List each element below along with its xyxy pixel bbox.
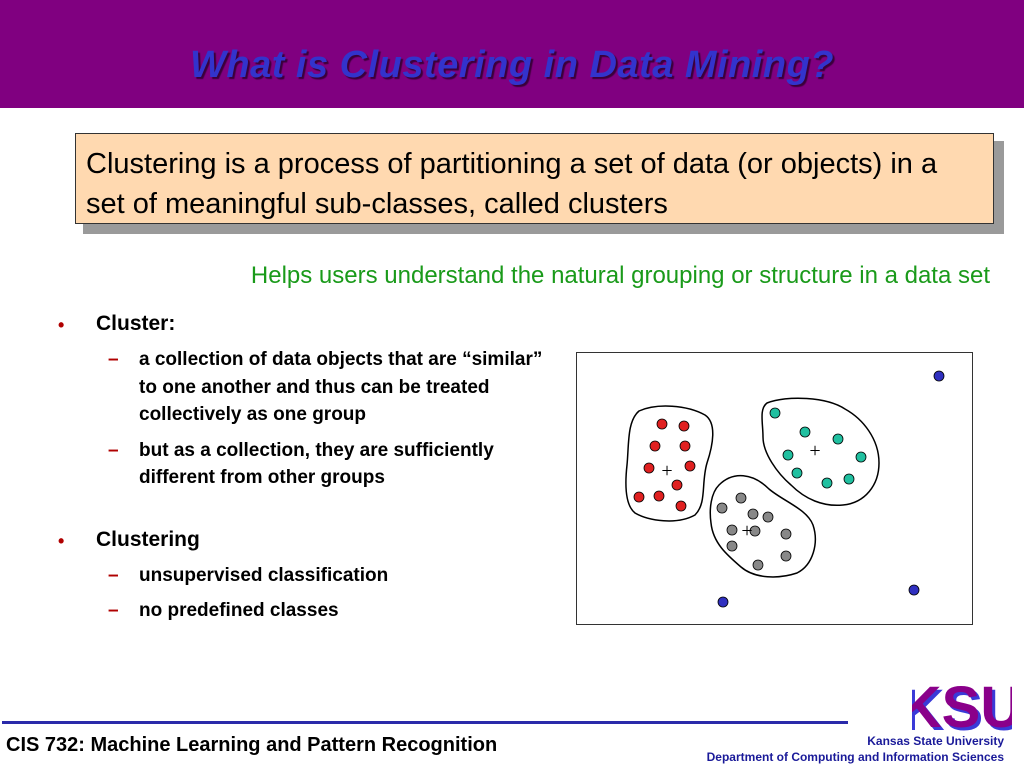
data-point-red bbox=[649, 440, 661, 452]
data-point-teal bbox=[832, 433, 844, 445]
ksu-logo-svg: KSU KSU bbox=[912, 675, 1012, 734]
data-point-gray bbox=[716, 502, 728, 514]
slide-title: What is Clustering in Data Mining? bbox=[190, 44, 834, 86]
data-point-teal bbox=[782, 449, 794, 461]
title-bar bbox=[0, 0, 1024, 108]
sub-bullet: – a collection of data objects that are … bbox=[108, 346, 558, 429]
data-point-red bbox=[671, 479, 683, 491]
sub-bullet-text: a collection of data objects that are “s… bbox=[139, 349, 543, 425]
data-point-red bbox=[633, 491, 645, 503]
data-point-red bbox=[678, 420, 690, 432]
data-point-teal bbox=[799, 426, 811, 438]
department-name: Department of Computing and Information … bbox=[706, 750, 1004, 764]
course-title: CIS 732: Machine Learning and Pattern Re… bbox=[6, 734, 498, 756]
data-point-red bbox=[653, 490, 665, 502]
data-point-outlier bbox=[933, 370, 945, 382]
data-point-teal bbox=[791, 467, 803, 479]
sub-bullet: – no predefined classes bbox=[108, 597, 558, 625]
data-point-red bbox=[684, 460, 696, 472]
data-point-gray bbox=[726, 540, 738, 552]
subtitle-text: Helps users understand the natural group… bbox=[250, 262, 990, 289]
data-point-teal bbox=[821, 477, 833, 489]
definition-box: Clustering is a process of partitioning … bbox=[75, 133, 994, 224]
data-point-outlier bbox=[717, 596, 729, 608]
data-point-gray bbox=[752, 559, 764, 571]
sub-bullet: – but as a collection, they are sufficie… bbox=[108, 437, 558, 492]
sub-bullet: – unsupervised classification bbox=[108, 562, 558, 590]
data-point-gray bbox=[749, 525, 761, 537]
bullet-list: • Cluster: – a collection of data object… bbox=[58, 312, 558, 633]
data-point-teal bbox=[769, 407, 781, 419]
bullet-clustering: • Clustering bbox=[58, 528, 558, 554]
university-name: Kansas State University bbox=[867, 734, 1004, 748]
bullet-cluster: • Cluster: bbox=[58, 312, 558, 338]
sub-bullet-text: no predefined classes bbox=[139, 600, 339, 621]
data-point-gray bbox=[762, 511, 774, 523]
data-point-gray bbox=[780, 528, 792, 540]
ksu-logo: KSU KSU bbox=[912, 664, 1012, 734]
sub-bullet-text: unsupervised classification bbox=[139, 564, 389, 586]
dash-marker: – bbox=[108, 600, 119, 621]
cluster-outline-gray bbox=[709, 475, 817, 578]
data-point-gray bbox=[780, 550, 792, 562]
data-point-gray bbox=[735, 492, 747, 504]
logo-text: KSU bbox=[912, 675, 1012, 734]
data-point-teal bbox=[855, 451, 867, 463]
bullet-label: Clustering bbox=[96, 527, 200, 551]
data-point-gray bbox=[726, 524, 738, 536]
dash-marker: – bbox=[108, 349, 119, 370]
dash-marker: – bbox=[108, 439, 119, 461]
footer-affiliation: Kansas State University Department of Co… bbox=[707, 733, 1004, 765]
bullet-label: Cluster: bbox=[96, 312, 176, 335]
centroid-red: + bbox=[661, 460, 672, 482]
logo-text-shadow: KSU bbox=[912, 678, 1012, 734]
bullet-marker: • bbox=[58, 315, 65, 335]
data-point-gray bbox=[747, 508, 759, 520]
cluster-outline-teal bbox=[761, 397, 880, 507]
data-point-red bbox=[675, 500, 687, 512]
data-point-red bbox=[656, 418, 668, 430]
centroid-gray: + bbox=[741, 520, 752, 542]
cluster-outline-red bbox=[625, 405, 714, 522]
bullet-marker: • bbox=[58, 530, 65, 551]
cluster-diagram-svg: + + + bbox=[625, 370, 945, 608]
footer-rule bbox=[2, 721, 848, 724]
sub-bullet-text: but as a collection, they are sufficient… bbox=[139, 439, 494, 489]
data-point-red bbox=[643, 462, 655, 474]
cluster-diagram: + + + bbox=[576, 352, 973, 625]
data-point-outlier bbox=[908, 584, 920, 596]
data-point-teal bbox=[843, 473, 855, 485]
data-point-red bbox=[679, 440, 691, 452]
dash-marker: – bbox=[108, 564, 119, 586]
centroid-teal: + bbox=[809, 440, 820, 462]
